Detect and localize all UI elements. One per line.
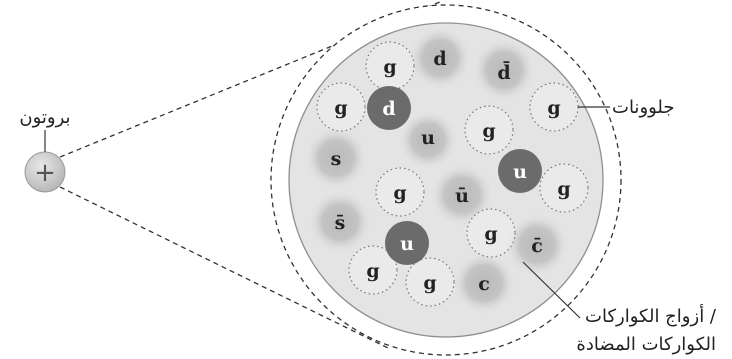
label-gluon-8: g [366,260,379,282]
sea-quark-u-halo [398,110,458,170]
sea-quark-u-bar [430,163,494,227]
label-gluon-1: g [383,56,396,78]
quark-pairs-label-line1: أزواج الكواركات / [585,304,717,327]
gluon-8 [348,245,398,295]
label-gluon-6: g [393,182,406,204]
valence-quark-u-bottom [385,221,429,265]
label-sea-s: s [331,148,342,170]
label-gluon-3: g [547,97,560,119]
sea-quark-c [452,251,516,315]
label-gluon-9: g [423,272,436,294]
quark-pairs-label-leader [522,261,581,319]
label-valence-u-right: u [513,161,527,183]
zoom-line-bottom [59,186,391,350]
sea-quark-d [408,26,472,90]
label-gluon-4: g [482,120,495,142]
gluons-label: جلوونات [612,97,675,118]
proton-label: بروتون [19,107,70,128]
label-sea-u-halo: u [421,127,435,149]
sea-quark-d-bar [472,38,536,102]
gluon-layer [316,41,589,307]
valence-quark-u-right [498,149,542,193]
gluon-6 [375,167,425,217]
quark-pairs-label-line2: الكواركات المضادة [576,334,716,355]
label-sea-d: d [433,48,446,70]
label-gluon-2: g [334,97,347,119]
label-sea-c-bar: c̄ [531,235,543,257]
gluon-5 [539,163,589,213]
label-gluon-5: g [557,178,570,200]
label-gluon-7: g [484,223,497,245]
sea-quark-s-bar [308,190,372,254]
sea-quark-s [304,126,368,190]
sea-quark-layer [304,26,569,315]
label-valence-u-bottom: u [400,233,414,255]
gluon-9 [405,257,455,307]
proton-plus-symbol: + [34,158,56,188]
label-valence-d: d [382,98,395,120]
label-sea-d-bar: d̄ [497,62,510,84]
label-sea-u-bar: ū [455,185,469,207]
gluon-4 [464,105,514,155]
gluon-2 [316,82,366,132]
valence-quark-layer [367,86,542,265]
label-sea-s-bar: s̄ [335,212,346,234]
gluon-7 [466,208,516,258]
valence-quark-d [367,86,411,130]
sea-quark-c-bar [505,213,569,277]
label-sea-c: c [478,273,490,295]
proton-small: + [24,130,66,193]
